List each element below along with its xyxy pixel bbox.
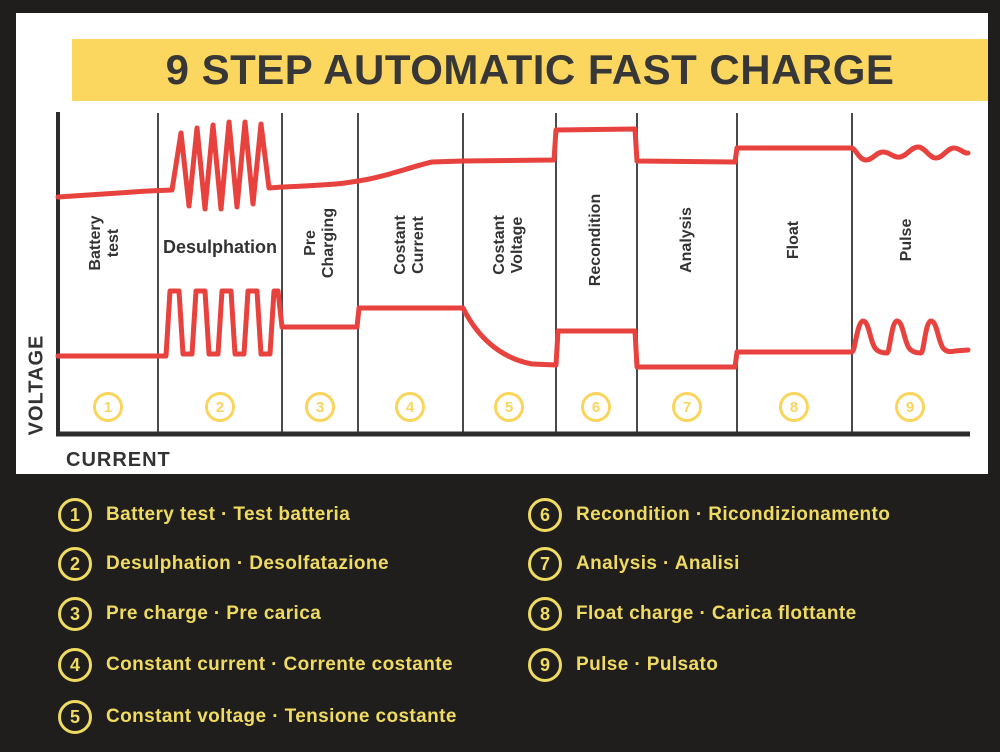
legend-text-7: Analysis · Analisi xyxy=(576,553,740,574)
legend-num-1: 1 xyxy=(58,498,92,532)
section-label-desulphation: Desulphation xyxy=(162,236,278,257)
y-axis-label: VOLTAGE xyxy=(25,334,48,436)
legend-text-6: Recondition · Ricondizionamento xyxy=(576,504,891,525)
legend-num-8: 8 xyxy=(528,597,562,631)
legend-text-1: Battery test · Test batteria xyxy=(106,504,351,525)
section-label-battery-test: Battery test xyxy=(87,215,122,271)
step-circle-6: 6 xyxy=(581,392,611,422)
legend-text-5: Constant voltage · Tensione costante xyxy=(106,706,457,727)
section-label-pulse: Pulse xyxy=(898,218,916,262)
legend-text-9: Pulse · Pulsato xyxy=(576,654,719,675)
step-circle-4: 4 xyxy=(395,392,425,422)
step-circle-2: 2 xyxy=(205,392,235,422)
step-circle-3: 3 xyxy=(305,392,335,422)
legend-item-2: 2 Desulphation · Desolfatazione xyxy=(58,547,389,581)
legend-num-6: 6 xyxy=(528,498,562,532)
legend-text-3: Pre charge · Pre carica xyxy=(106,603,322,624)
step-circle-7: 7 xyxy=(672,392,702,422)
section-label-analysis: Analysis xyxy=(678,207,696,273)
step-circle-5: 5 xyxy=(494,392,524,422)
legend-item-1: 1 Battery test · Test batteria xyxy=(58,498,350,532)
legend-text-2: Desulphation · Desolfatazione xyxy=(106,553,389,574)
legend-item-9: 9 Pulse · Pulsato xyxy=(528,648,718,682)
legend-text-4: Constant current · Corrente costante xyxy=(106,654,453,675)
legend-item-6: 6 Recondition · Ricondizionamento xyxy=(528,498,890,532)
legend-num-9: 9 xyxy=(528,648,562,682)
step-circle-9: 9 xyxy=(895,392,925,422)
step-circle-8: 8 xyxy=(779,392,809,422)
legend-item-3: 3 Pre charge · Pre carica xyxy=(58,597,321,631)
section-label-recondition: Recondition xyxy=(587,193,605,287)
legend-num-4: 4 xyxy=(58,648,92,682)
section-label-costant-current: Costant Current xyxy=(392,215,427,275)
title-banner: 9 STEP AUTOMATIC FAST CHARGE xyxy=(72,39,988,101)
legend-num-5: 5 xyxy=(58,700,92,734)
legend-num-3: 3 xyxy=(58,597,92,631)
legend-item-4: 4 Constant current · Corrente costante xyxy=(58,648,453,682)
section-label-float: Float xyxy=(785,220,803,260)
legend-num-2: 2 xyxy=(58,547,92,581)
legend-num-7: 7 xyxy=(528,547,562,581)
page-title: 9 STEP AUTOMATIC FAST CHARGE xyxy=(165,46,895,93)
legend-text-8: Float charge · Carica flottante xyxy=(576,603,857,624)
step-circle-1: 1 xyxy=(93,392,123,422)
x-axis-label: CURRENT xyxy=(66,449,171,471)
section-label-costant-voltage: Costant Voltage xyxy=(491,215,526,275)
legend-item-5: 5 Constant voltage · Tensione costante xyxy=(58,700,457,734)
section-label-pre-charging: Pre Charging xyxy=(302,207,337,279)
legend-item-7: 7 Analysis · Analisi xyxy=(528,547,740,581)
legend-item-8: 8 Float charge · Carica flottante xyxy=(528,597,857,631)
